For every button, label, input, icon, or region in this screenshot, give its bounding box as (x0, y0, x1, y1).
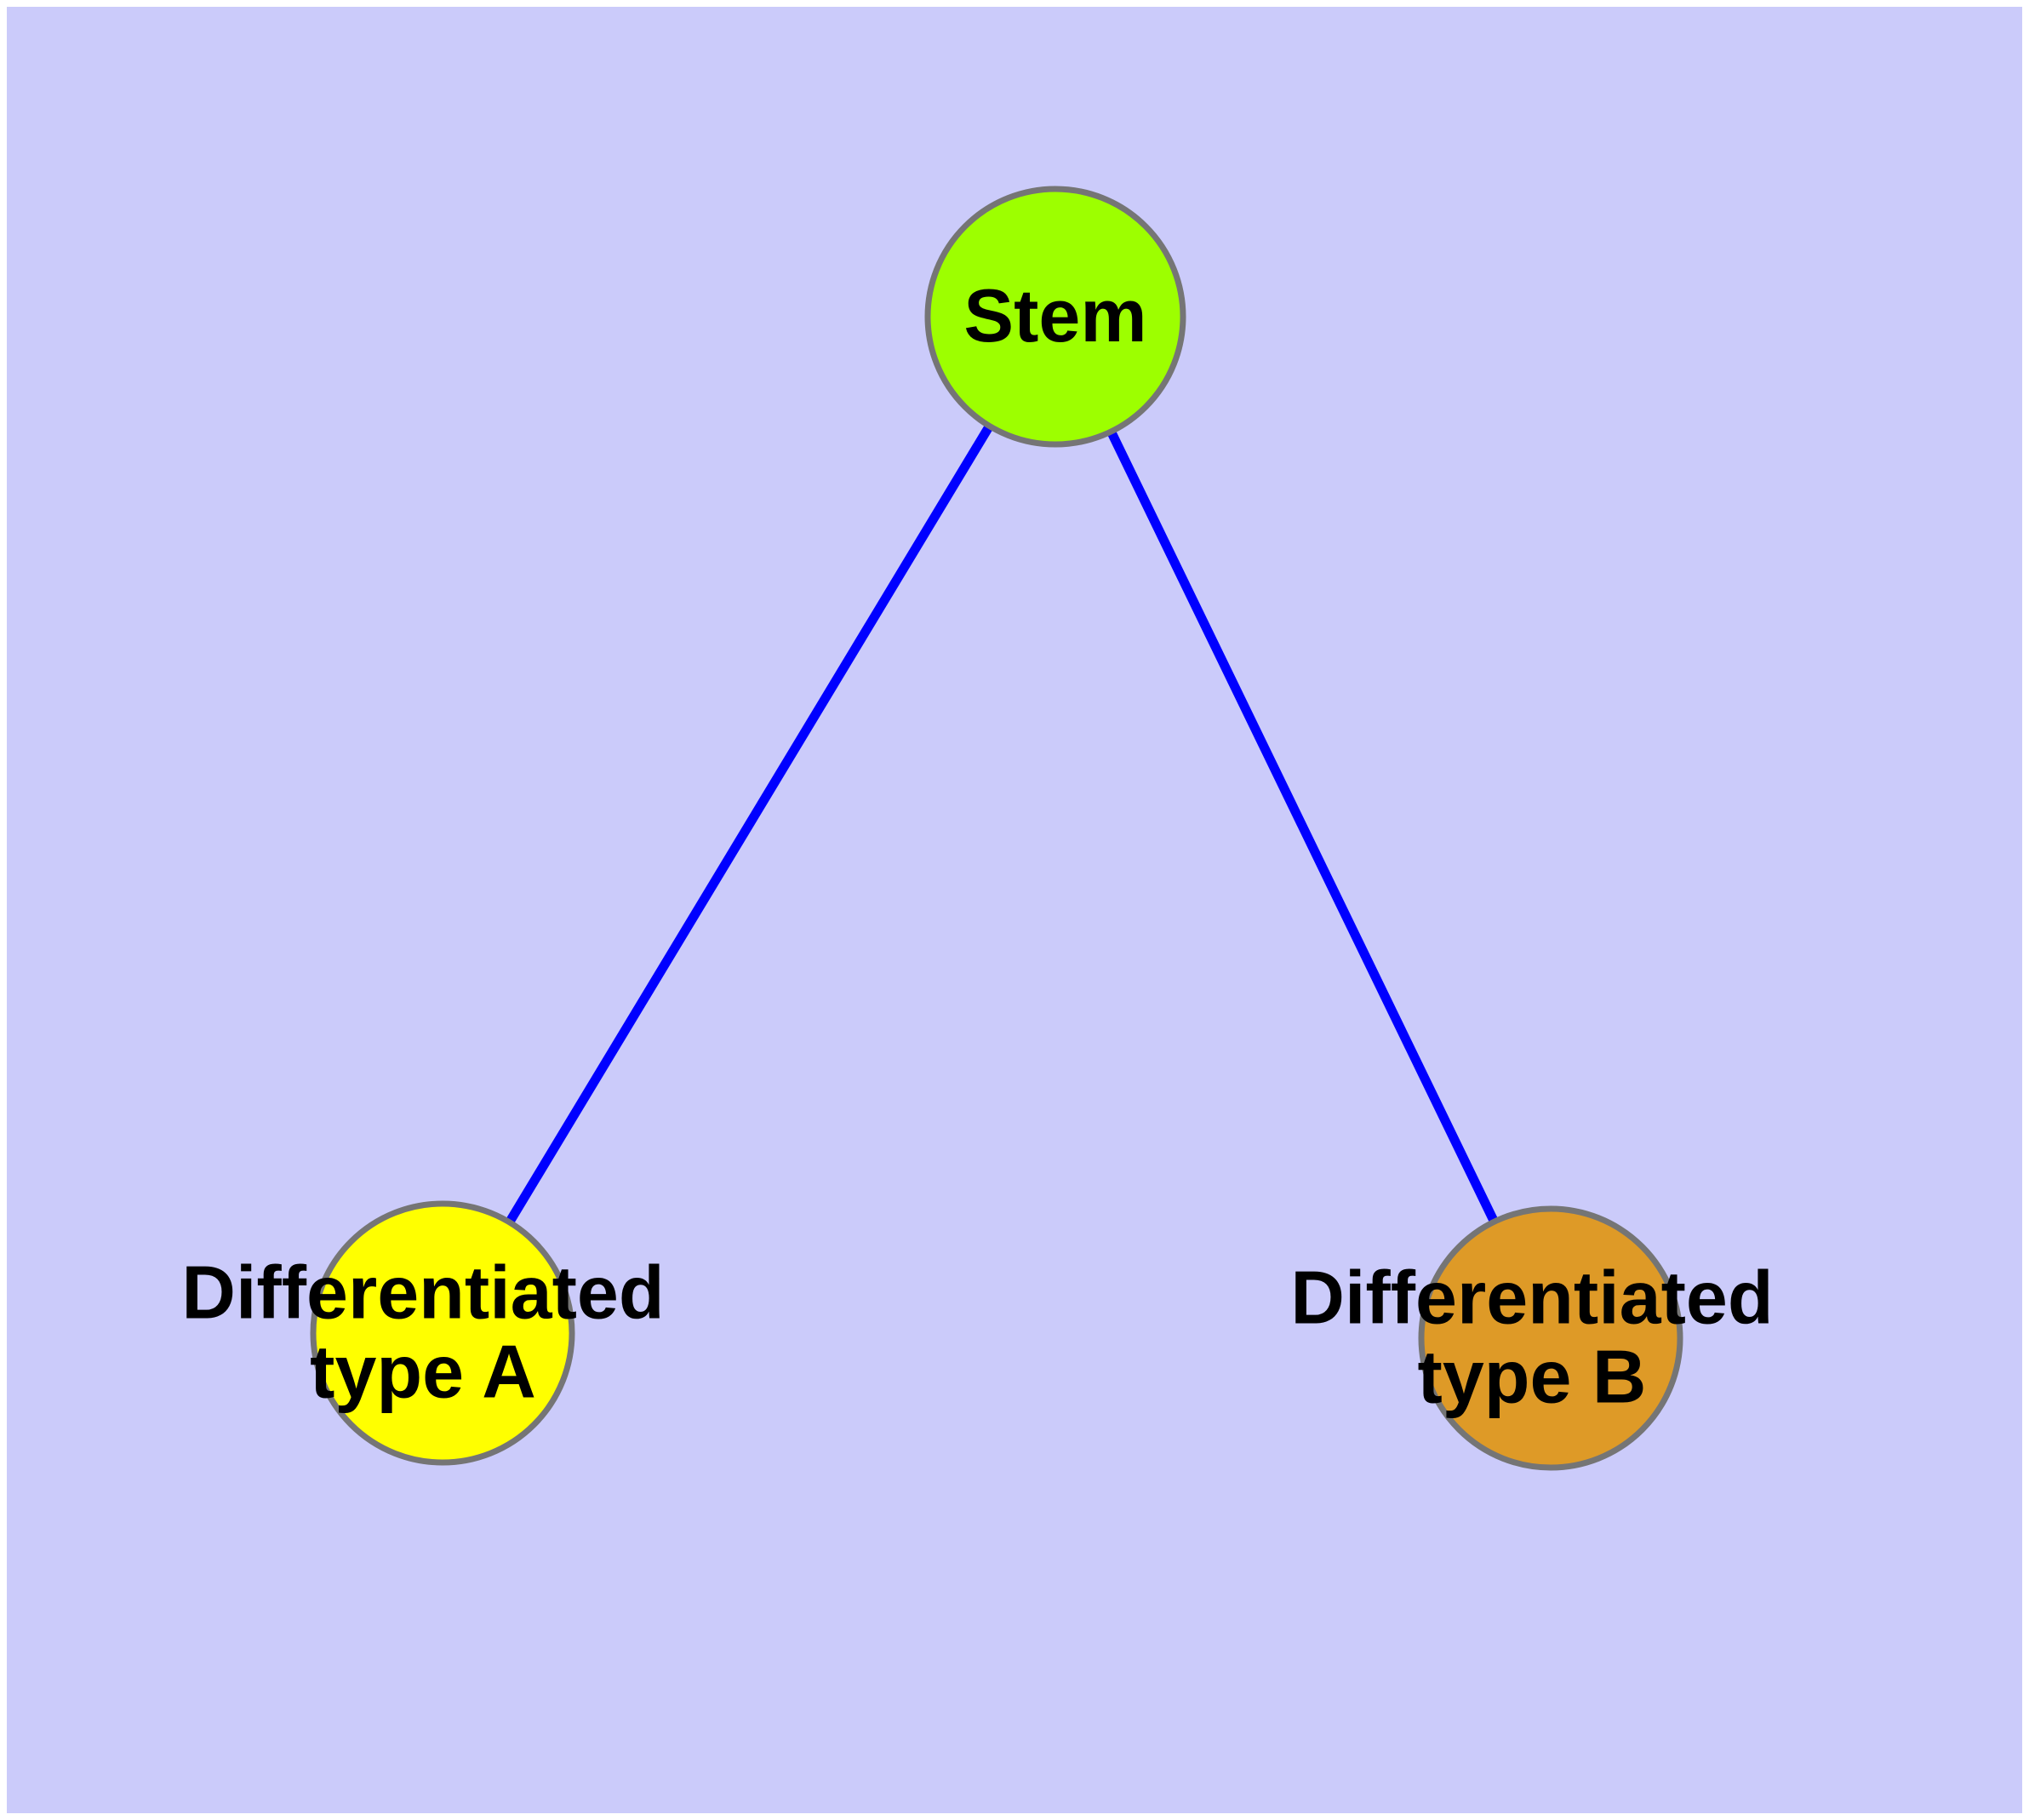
graph-node-label-stem: Stem (963, 273, 1146, 358)
graph-node-label-line: Differentiated (181, 1250, 664, 1334)
graph-edge-stem-to-diff_b[interactable] (1051, 314, 1555, 1341)
graph-node-diff_a[interactable] (310, 1200, 575, 1466)
graph-node-label-line: type A (310, 1330, 536, 1414)
graph-node-label-line: Differentiated (1290, 1255, 1773, 1339)
graph-node-label-line: type B (1418, 1335, 1647, 1419)
graph-edge-stem-to-diff_a[interactable] (438, 314, 1060, 1336)
node-layer (310, 186, 1683, 1471)
graph-node-stem[interactable] (924, 186, 1186, 448)
edge-layer (438, 314, 1555, 1341)
graph-node-label-line: Stem (963, 273, 1146, 358)
graph-node-diff_b[interactable] (1418, 1205, 1683, 1471)
